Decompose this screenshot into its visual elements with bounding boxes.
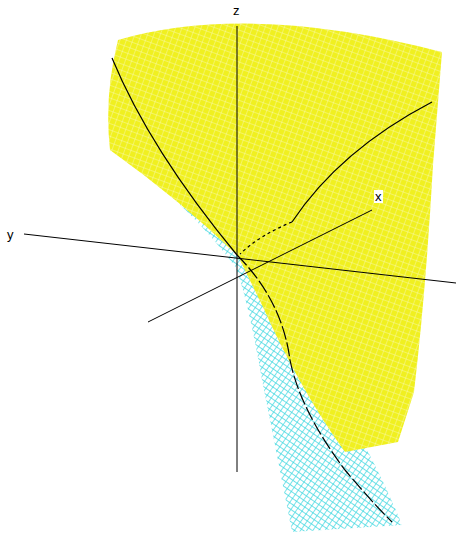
yellow-surface <box>108 24 442 452</box>
surface-curve <box>112 58 237 255</box>
axis-label: z <box>232 4 241 17</box>
surface-curve <box>237 255 392 522</box>
surface-curve <box>292 102 432 222</box>
z-axis <box>237 26 238 472</box>
axis-label: x <box>374 190 383 203</box>
surface-curve <box>240 222 292 254</box>
x-axis <box>148 210 372 322</box>
axis-label: y <box>6 228 15 241</box>
